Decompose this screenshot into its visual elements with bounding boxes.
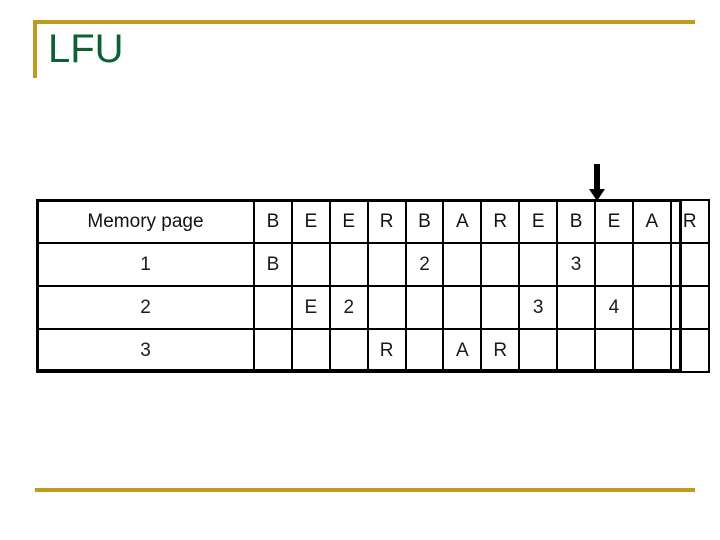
memory-page-trace-table: Memory page B E E R B A R E B E A R 1 B … xyxy=(36,199,710,373)
cell-r2c6 xyxy=(442,285,483,330)
cell-r3c5 xyxy=(404,328,445,373)
cell-r2c10: 4 xyxy=(594,285,634,330)
column-header-ref-6: A xyxy=(442,199,483,244)
cell-r2c4 xyxy=(366,285,407,330)
title-rule-left xyxy=(33,20,37,78)
table-row: 3 R A R xyxy=(36,328,710,373)
cell-r3c1 xyxy=(253,328,293,373)
column-header-ref-1: B xyxy=(253,199,293,244)
cell-r3c10 xyxy=(594,328,634,373)
cell-r1c3 xyxy=(328,242,369,287)
row-label-frame-1: 1 xyxy=(36,242,255,287)
cell-r3c2 xyxy=(290,328,331,373)
cell-r1c6 xyxy=(442,242,483,287)
cell-r1c7 xyxy=(480,242,521,287)
page-title: LFU xyxy=(48,27,124,71)
cell-r3c6: A xyxy=(442,328,483,373)
column-header-ref-10: E xyxy=(594,199,634,244)
cell-r2c8: 3 xyxy=(518,285,559,330)
column-header-memory-page: Memory page xyxy=(36,199,255,244)
cell-r1c10 xyxy=(594,242,634,287)
footer-rule xyxy=(35,488,695,492)
cell-r1c11 xyxy=(631,242,672,287)
column-header-ref-5: B xyxy=(404,199,445,244)
cell-r2c2: E xyxy=(290,285,331,330)
column-header-ref-7: R xyxy=(480,199,521,244)
table-row: 1 B 2 3 xyxy=(36,242,710,287)
cell-r3c12 xyxy=(669,328,710,373)
title-rule-top xyxy=(33,20,695,24)
row-label-frame-3: 3 xyxy=(36,328,255,373)
cell-r2c3: 2 xyxy=(328,285,369,330)
cell-r3c8 xyxy=(518,328,559,373)
cell-r1c8 xyxy=(518,242,559,287)
cell-r1c4 xyxy=(366,242,407,287)
table-header-row: Memory page B E E R B A R E B E A R xyxy=(36,199,710,244)
cell-r1c1: B xyxy=(253,242,293,287)
cell-r2c12 xyxy=(669,285,710,330)
column-header-ref-12: R xyxy=(669,199,710,244)
down-arrow-icon xyxy=(588,164,606,202)
cell-r2c1 xyxy=(253,285,293,330)
cell-r3c11 xyxy=(631,328,672,373)
cell-r1c12 xyxy=(669,242,710,287)
column-header-ref-2: E xyxy=(290,199,331,244)
cell-r2c5 xyxy=(404,285,445,330)
cell-r3c3 xyxy=(328,328,369,373)
cell-r2c9 xyxy=(556,285,597,330)
cell-r2c11 xyxy=(631,285,672,330)
cell-r1c2 xyxy=(290,242,331,287)
cell-r3c9 xyxy=(556,328,597,373)
cell-r3c4: R xyxy=(366,328,407,373)
column-header-ref-9: B xyxy=(556,199,597,244)
cell-r1c9: 3 xyxy=(556,242,597,287)
row-label-frame-2: 2 xyxy=(36,285,255,330)
column-header-ref-8: E xyxy=(518,199,559,244)
cell-r3c7: R xyxy=(480,328,521,373)
column-header-ref-4: R xyxy=(366,199,407,244)
column-header-ref-11: A xyxy=(631,199,672,244)
cell-r2c7 xyxy=(480,285,521,330)
table-row: 2 E 2 3 4 xyxy=(36,285,710,330)
column-header-ref-3: E xyxy=(328,199,369,244)
cell-r1c5: 2 xyxy=(404,242,445,287)
